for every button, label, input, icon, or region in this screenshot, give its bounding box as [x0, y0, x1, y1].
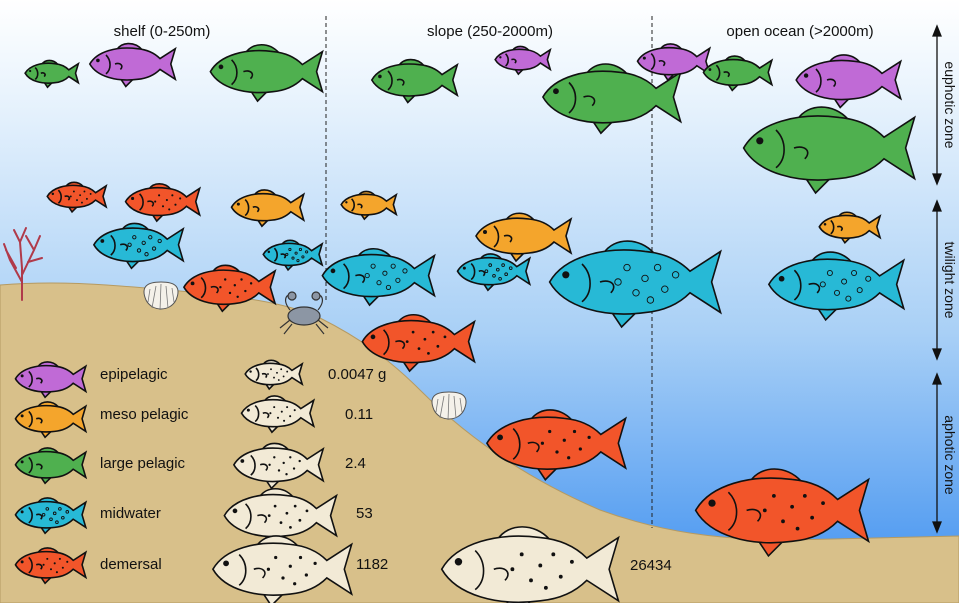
legend-label-meso-pelagic: meso pelagic	[100, 406, 189, 423]
legend-label-midwater: midwater	[100, 505, 161, 522]
size-label-1: 0.0047 g	[328, 366, 386, 383]
size-label-5: 1182	[356, 556, 388, 573]
legend-label-epipelagic: epipelagic	[100, 366, 168, 383]
zone-label-aphotic: aphotic zone	[942, 415, 958, 495]
column-label-shelf: shelf (0-250m)	[114, 23, 211, 40]
size-label-4: 53	[356, 505, 373, 522]
size-label-3: 2.4	[345, 455, 366, 472]
column-label-slope: slope (250-2000m)	[427, 23, 553, 40]
zone-label-euphotic: euphotic zone	[942, 61, 958, 148]
legend-label-demersal: demersal	[100, 556, 162, 573]
size-label-2: 0.11	[345, 406, 373, 423]
legend-label-large-pelagic: large pelagic	[100, 455, 186, 472]
zone-label-twilight: twilight zone	[942, 241, 958, 318]
column-label-open-ocean: open ocean (>2000m)	[726, 23, 873, 40]
size-label-6: 26434	[630, 557, 672, 574]
